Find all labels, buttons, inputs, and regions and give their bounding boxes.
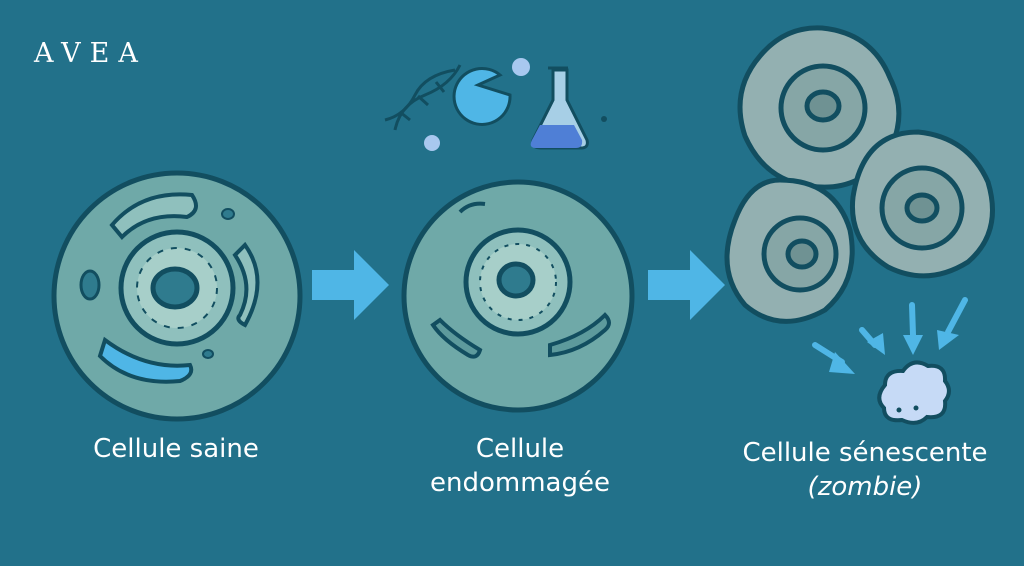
healthy-cell-label: Cellule saine bbox=[93, 434, 259, 464]
senescent-cells bbox=[724, 25, 995, 324]
pacman-molecule-icon bbox=[452, 67, 512, 126]
secretion-arrows bbox=[812, 297, 968, 374]
senescent-label-main: Cellule sénescente bbox=[742, 438, 988, 468]
avea-logo: AVEA bbox=[34, 38, 147, 69]
dna-icon bbox=[384, 64, 462, 131]
healthy-cell bbox=[51, 170, 303, 422]
damaged-label-line2: endommagée bbox=[430, 468, 610, 498]
senescent-label-sub: (zombie) bbox=[807, 472, 923, 502]
arrow-right-icon bbox=[312, 250, 725, 320]
damaged-cell-label: Cellule endommagée bbox=[400, 432, 640, 500]
flask-icon bbox=[530, 66, 589, 150]
cloud-icon bbox=[877, 360, 951, 425]
damaged-label-line1: Cellule bbox=[475, 434, 565, 464]
senescent-cell-label: Cellule sénescente (zombie) bbox=[715, 436, 1015, 504]
damaged-cell bbox=[401, 179, 635, 413]
